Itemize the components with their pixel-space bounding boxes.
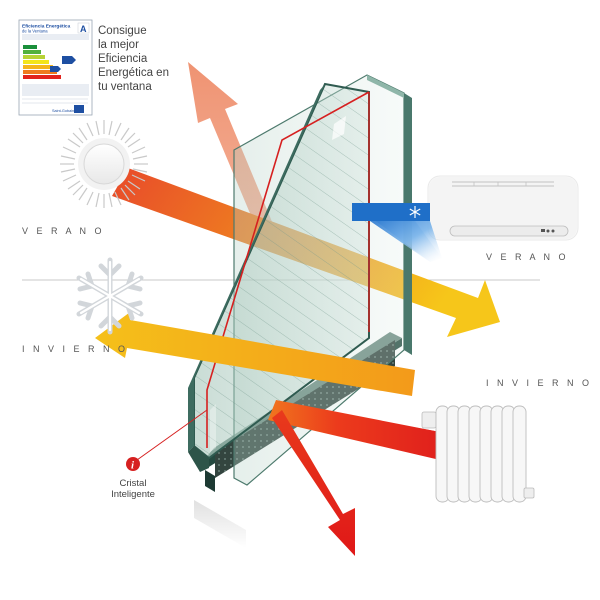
energy-label-title-2: de la Ventana	[22, 29, 48, 34]
energy-label-title-1: Eficiencia Energética	[22, 24, 71, 30]
double-glazing-unit	[188, 74, 412, 548]
cristal-line-2: Inteligente	[111, 489, 155, 500]
radiator-heat-arrow	[268, 400, 440, 556]
energy-rating-bars	[23, 45, 76, 79]
snowflake-icon	[76, 257, 144, 335]
low-e-coating-edge	[206, 91, 370, 448]
air-conditioner-icon	[352, 175, 579, 262]
tagline-line-1: Consigue	[98, 25, 147, 37]
small-snowflake-icon	[409, 206, 421, 218]
verano-label-left: V E R A N O	[22, 226, 105, 236]
energy-label-grade: A	[80, 24, 87, 34]
verano-label-right: V E R A N O	[486, 252, 569, 262]
tagline-line-5: tu ventana	[98, 81, 152, 93]
radiator-icon	[421, 405, 535, 503]
cristal-inteligente-marker	[126, 409, 208, 471]
marker-i: i	[131, 460, 135, 472]
sun-icon	[60, 120, 148, 208]
cristal-line-1: Cristal	[119, 478, 147, 489]
tagline-line-3: Eficiencia	[98, 53, 148, 65]
invierno-label-left: I N V I E R N O	[22, 344, 129, 354]
winter-heat-retained-arrow	[95, 310, 415, 396]
energy-label-brand: Saint-Gobain	[52, 109, 74, 113]
efficiency-tagline: Consigue la mejor Eficiencia Energética …	[98, 24, 178, 94]
cristal-inteligente-label: Cristal Inteligente	[98, 478, 168, 500]
tagline-line-2: la mejor	[98, 39, 139, 51]
tagline-line-4: Energética en	[98, 67, 169, 79]
energy-label-card	[18, 19, 93, 116]
invierno-label-right: I N V I E R N O	[486, 378, 593, 388]
